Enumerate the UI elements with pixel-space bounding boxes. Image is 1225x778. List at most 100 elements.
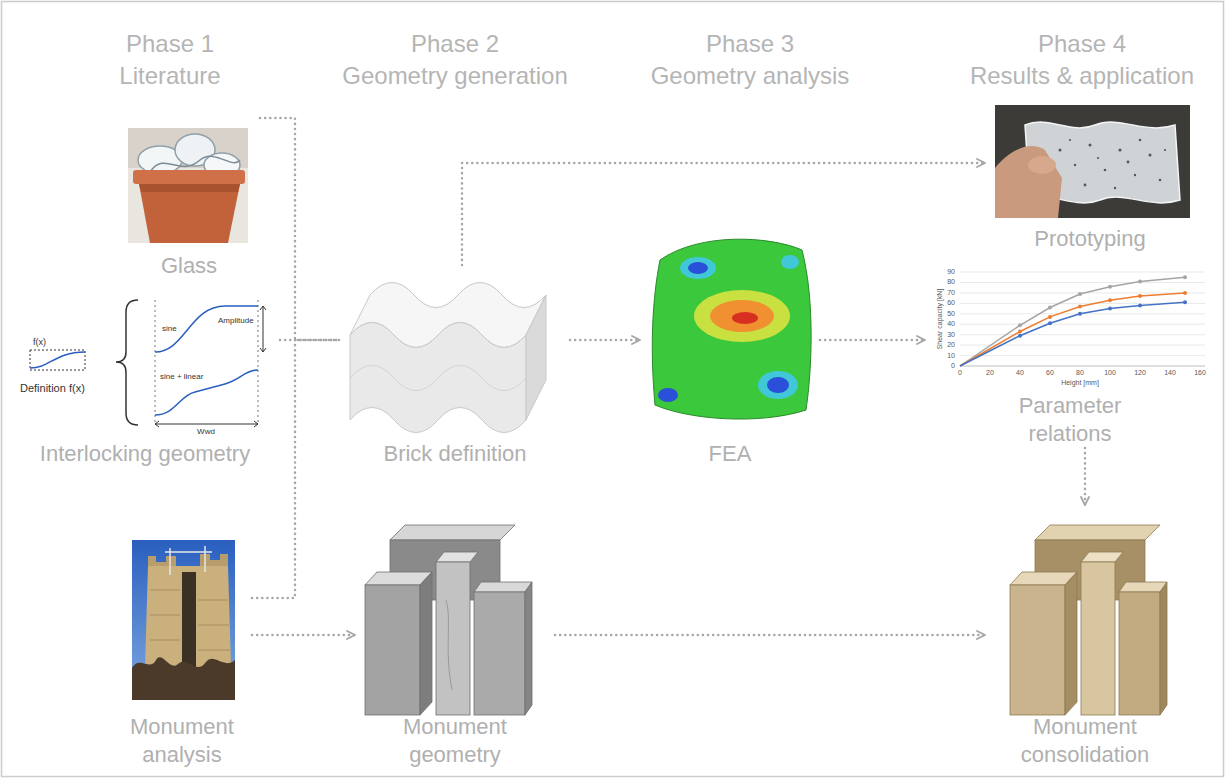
dotted-arrow: [252, 340, 340, 598]
axis-title: Shear capacity [kN]: [936, 289, 944, 350]
figure-item: Glass: [118, 112, 260, 280]
fea-plot-part: [758, 371, 798, 399]
parameter-chart-part-part: [1183, 300, 1187, 304]
interlocking-sketch-part: [116, 300, 138, 425]
monument-photo-part: [150, 590, 230, 650]
prototype-photo-part-part: [1059, 149, 1062, 152]
monument-model-part: [420, 572, 432, 715]
sketch-label: Amplitude: [218, 316, 254, 325]
parameter-chart-part-part: [1078, 292, 1082, 296]
prototype-photo-part: [995, 105, 1190, 218]
phase-heading: Literature: [119, 62, 220, 90]
brick-model: [350, 283, 546, 433]
axis-tick: 40: [1016, 369, 1024, 377]
prototype-photo-part-part: [1149, 154, 1152, 157]
parameter-chart-part-part: [1078, 305, 1082, 309]
monument-model-part: [365, 585, 420, 715]
phase-heading: Phase 2: [411, 30, 499, 58]
axis-tick: 10: [947, 352, 955, 360]
figure-caption: Interlocking geometry: [10, 440, 280, 468]
interlocking-sketch-part: [155, 306, 258, 352]
monument-model-part: [446, 600, 452, 690]
glass-photo: [128, 128, 248, 243]
phase-heading: Phase 1: [126, 30, 214, 58]
axis-tick: 60: [1046, 369, 1054, 377]
interlocking-sketch-part: [30, 350, 85, 370]
figure-caption: Prototyping: [985, 225, 1195, 253]
figure-item: Brick definition: [340, 265, 570, 468]
brick-model-part: [350, 323, 526, 433]
fea-plot-part: [680, 257, 716, 279]
phase-heading: Phase 3: [706, 30, 794, 58]
axis-tick: 80: [947, 278, 955, 286]
phase-heading: Phase 4: [1038, 30, 1126, 58]
glass-photo-part: [133, 170, 245, 184]
prototype-photo-part-part: [1114, 187, 1116, 189]
figure-caption: Monument analysis: [112, 713, 252, 769]
prototype-photo-part-part: [1089, 144, 1092, 147]
monument-model-part: [474, 582, 532, 592]
axis-tick: 30: [947, 331, 955, 339]
sketch-label: f(x): [33, 337, 46, 347]
dotted-arrow: [462, 163, 985, 265]
parameter-chart-part-part: [960, 272, 1205, 273]
interlocking-sketch-part: [155, 300, 156, 424]
prototype-photo-part-part: [1164, 149, 1166, 151]
consolidation-model-part: [1035, 525, 1160, 540]
consolidation-model-part: [1119, 582, 1167, 592]
dotted-arrow: [570, 339, 640, 342]
dotted-arrow: [260, 118, 340, 340]
prototype-photo: [995, 105, 1190, 218]
prototype-photo-part: [1059, 139, 1167, 190]
dotted-arrow: [820, 339, 925, 342]
parameter-chart-part-part: [1018, 323, 1022, 327]
monument-model-part: [436, 552, 478, 562]
monument-photo-part: [132, 540, 235, 700]
parameter-chart-part-part: [960, 324, 1205, 325]
consolidation-model-part: [1010, 585, 1065, 715]
interlocking-sketch-part: [263, 306, 264, 352]
prototype-photo-part-part: [1084, 184, 1087, 187]
prototype-photo-part-part: [1127, 161, 1130, 164]
monument-model-part: [474, 592, 525, 715]
fea-plot-part: [732, 312, 758, 324]
axis-tick: 160: [1194, 369, 1206, 377]
parameter-chart: [960, 272, 1205, 366]
fea-plot: [652, 239, 811, 419]
interlocking-sketch-part: [155, 424, 258, 425]
sketch-label: sine + linear: [160, 372, 203, 381]
interlocking-sketch-part: [30, 352, 85, 368]
axis-tick: 40: [947, 320, 955, 328]
axis-tick: 60: [947, 299, 955, 307]
parameter-chart-part-part: [1138, 294, 1142, 298]
interlocking-sketch-part: [260, 306, 266, 352]
monument-photo: [132, 540, 235, 700]
consolidation-model-part: [1119, 592, 1160, 715]
parameter-chart-part: [1018, 300, 1187, 337]
figure-item: Monument consolidation: [985, 505, 1185, 769]
parameter-chart-part-part: [960, 355, 1205, 356]
parameter-chart-part-part: [960, 334, 1205, 335]
parameter-chart-part-part: [960, 282, 1205, 283]
fea-plot-part: [658, 388, 678, 402]
dotted-arrow: [1084, 448, 1087, 505]
monument-model: [365, 525, 532, 715]
glass-photo-part: [128, 128, 248, 243]
parameter-chart-part: [1018, 291, 1187, 334]
parameter-chart-part-part: [1138, 303, 1142, 307]
glass-photo-part: [150, 156, 240, 172]
sketch-label: sine: [162, 324, 177, 333]
dotted-arrow: [555, 634, 985, 637]
sketch-label: Wwd: [197, 427, 215, 436]
consolidation-model-part: [1160, 582, 1167, 715]
axis-tick: 0: [951, 362, 955, 370]
interlocking-sketch-part: [155, 370, 258, 415]
fea-plot-part: [710, 300, 774, 332]
sketch-label: Definition f(x): [20, 382, 85, 395]
parameter-chart-part-part: [1108, 298, 1112, 302]
fea-plot-part: [781, 255, 799, 269]
